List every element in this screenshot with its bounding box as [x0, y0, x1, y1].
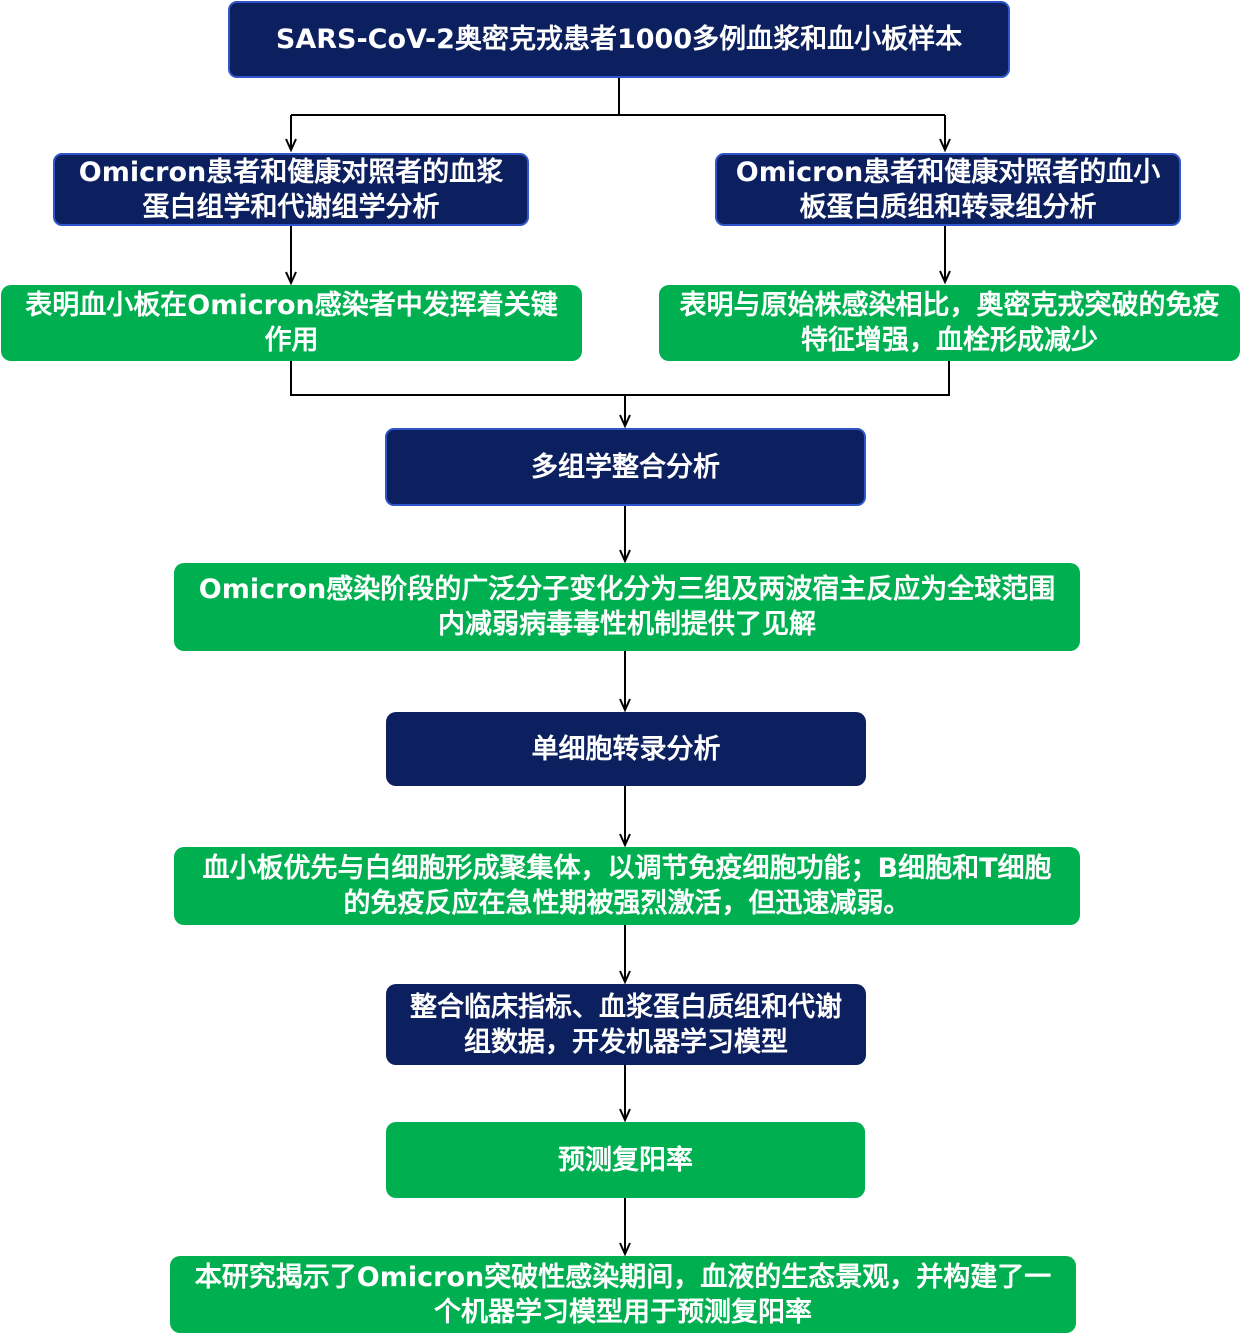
ml-model-text: 整合临床指标、血浆蛋白质组和代谢组数据，开发机器学习模型: [410, 991, 842, 1058]
conclusion-box: 本研究揭示了Omicron突破性感染期间，血液的生态景观，并构建了一个机器学习模…: [170, 1256, 1076, 1333]
plasma-analysis-text: Omicron患者和健康对照者的血浆蛋白组学和代谢组学分析: [78, 156, 504, 223]
conclusion-text: 本研究揭示了Omicron突破性感染期间，血液的生态景观，并构建了一个机器学习模…: [194, 1261, 1052, 1328]
leukocyte-aggregates-box: 血小板优先与白细胞形成聚集体，以调节免疫细胞功能；B细胞和T细胞的免疫反应在急性…: [174, 847, 1080, 925]
multiomics-text: 多组学整合分析: [531, 451, 720, 483]
platelet-analysis-text: Omicron患者和健康对照者的血小板蛋白质组和转录组分析: [735, 156, 1161, 223]
ml-model-box: 整合临床指标、血浆蛋白质组和代谢组数据，开发机器学习模型: [386, 984, 866, 1065]
three-groups-box: Omicron感染阶段的广泛分子变化分为三组及两波宿主反应为全球范围内减弱病毒毒…: [174, 563, 1080, 651]
platelet-role-text: 表明血小板在Omicron感染者中发挥着关键作用: [25, 290, 558, 356]
samples-text: SARS-CoV-2奥密克戎患者1000多例血浆和血小板样本: [275, 24, 963, 55]
leukocyte-aggregates-text: 血小板优先与白细胞形成聚集体，以调节免疫细胞功能；B细胞和T细胞的免疫反应在急性…: [202, 853, 1052, 919]
plasma-analysis-box: Omicron患者和健康对照者的血浆蛋白组学和代谢组学分析: [53, 153, 529, 226]
single-cell-text: 单细胞转录分析: [531, 733, 721, 765]
predict-repositivity-text: 预测复阳率: [558, 1144, 693, 1176]
samples-box: SARS-CoV-2奥密克戎患者1000多例血浆和血小板样本: [228, 1, 1010, 78]
connector-split-top: [291, 78, 945, 116]
single-cell-box: 单细胞转录分析: [386, 712, 866, 786]
immune-enhanced-text: 表明与原始株感染相比，奥密克戎突破的免疫特征增强，血栓形成减少: [679, 290, 1220, 356]
three-groups-text: Omicron感染阶段的广泛分子变化分为三组及两波宿主反应为全球范围内减弱病毒毒…: [198, 574, 1056, 640]
platelet-analysis-box: Omicron患者和健康对照者的血小板蛋白质组和转录组分析: [715, 153, 1181, 226]
multiomics-box: 多组学整合分析: [385, 428, 866, 506]
platelet-role-box: 表明血小板在Omicron感染者中发挥着关键作用: [1, 285, 582, 361]
immune-enhanced-box: 表明与原始株感染相比，奥密克戎突破的免疫特征增强，血栓形成减少: [659, 285, 1240, 361]
predict-repositivity-box: 预测复阳率: [386, 1122, 865, 1198]
connector-merge: [290, 361, 950, 396]
